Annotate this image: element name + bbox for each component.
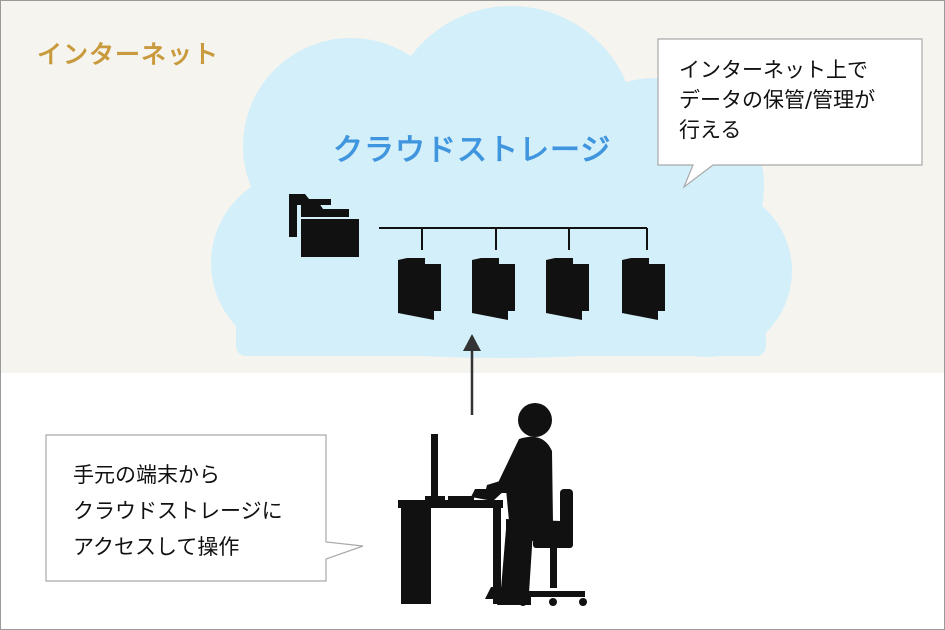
callout-bottom-box [45,434,364,582]
tree-connector [379,227,648,250]
callout-top-box [657,38,923,189]
user-at-desk-icon [398,403,587,606]
callout-top-text: インターネット上で データの保管/管理が 行える [679,55,875,145]
callout-bottom-text: 手元の端末から クラウドストレージに アクセスして操作 [73,457,283,565]
callout-top-line: 行える [679,118,742,142]
callout-top-line: インターネット上で [679,58,868,82]
arrow-up-icon [463,334,481,415]
callout-bottom-line: アクセスして操作 [73,535,240,559]
document-icon [546,258,589,320]
cloud-storage-title: クラウドストレージ [333,133,612,168]
document-icon [622,258,665,320]
document-icon [398,258,441,320]
folder-icon [289,194,359,257]
callout-top-line: データの保管/管理が [679,88,876,112]
internet-zone-label: インターネット [37,40,220,69]
callout-bottom-line: クラウドストレージに [73,499,283,523]
document-icon [472,258,515,320]
callout-bottom-line: 手元の端末から [73,463,220,487]
